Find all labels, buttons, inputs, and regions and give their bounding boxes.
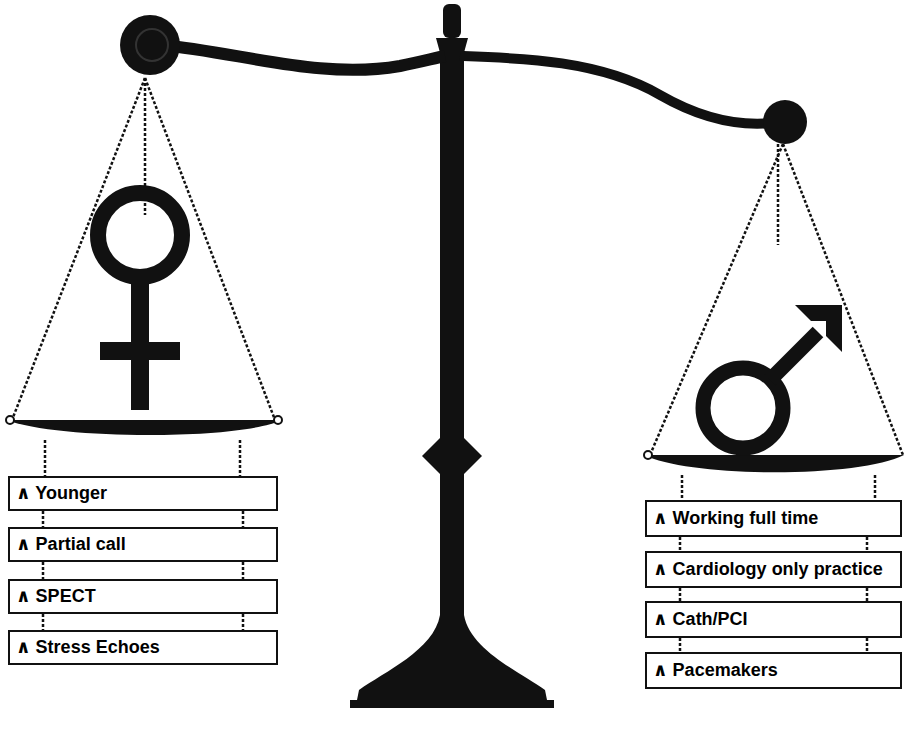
label-text: ∧ Cath/PCI (647, 609, 754, 630)
label-text: ∧ Working full time (647, 508, 824, 529)
chain-link (43, 614, 243, 630)
label-text: ∧ Younger (10, 483, 113, 504)
female-symbol (98, 193, 182, 410)
label-box: ∧ Partial call (8, 527, 278, 562)
label-box: ∧ Cath/PCI (645, 601, 902, 638)
chain-link (680, 588, 867, 601)
chain-link (680, 638, 867, 652)
label-text: ∧ Pacemakers (647, 660, 784, 681)
label-box: ∧ Stress Echoes (8, 630, 278, 665)
chain-link (680, 537, 867, 551)
chain-link (43, 511, 243, 527)
label-text: ∧ Stress Echoes (10, 637, 166, 658)
label-box: ∧ Cardiology only practice (645, 551, 902, 588)
label-text: ∧ SPECT (10, 586, 102, 607)
label-text: ∧ Partial call (10, 534, 132, 555)
label-box: ∧ Pacemakers (645, 652, 902, 689)
label-box: ∧ Working full time (645, 500, 902, 537)
label-box: ∧ Younger (8, 476, 278, 511)
chain-link (43, 562, 243, 579)
label-text: ∧ Cardiology only practice (647, 559, 889, 580)
male-symbol (703, 305, 842, 448)
label-box: ∧ SPECT (8, 579, 278, 614)
